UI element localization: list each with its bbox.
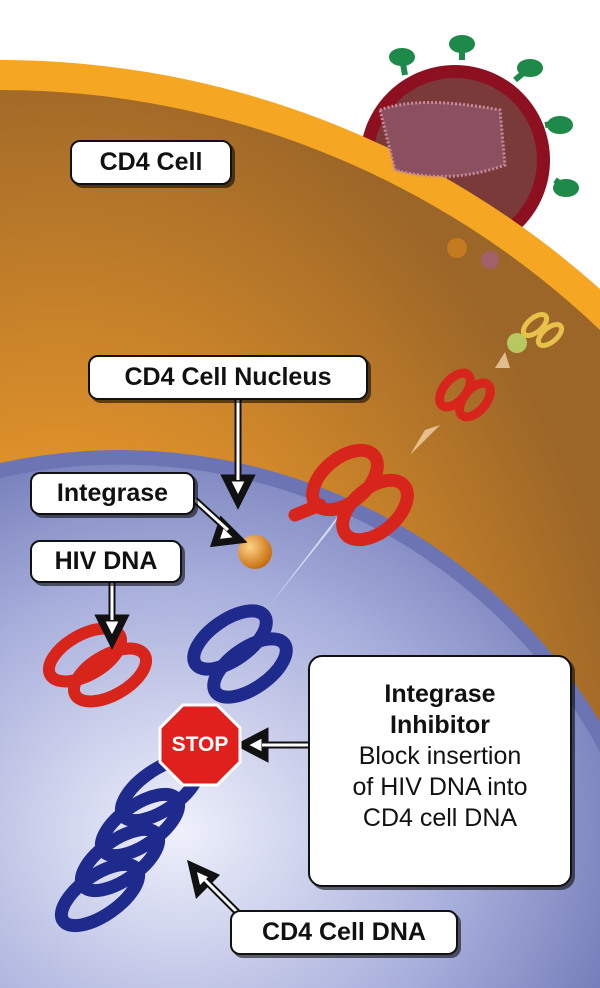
rna-strand [520, 312, 565, 348]
info-body-line2: of HIV DNA into [352, 773, 528, 801]
hiv-dna-entering [288, 443, 414, 547]
hiv-dna-helix [42, 622, 153, 708]
cd4-cell-dna-label: CD4 Cell DNA [230, 910, 458, 955]
integrase-enzyme [238, 535, 272, 569]
info-title-line2: Inhibitor [390, 711, 490, 739]
stop-sign-text: STOP [171, 733, 229, 756]
particle [447, 238, 467, 258]
particle [481, 251, 499, 269]
integrase-label: Integrase [30, 472, 195, 515]
cd4-cell-label: CD4 Cell [70, 140, 232, 185]
info-title-line1: Integrase [384, 680, 496, 708]
hiv-dna-cytoplasm [435, 368, 495, 422]
capsid [378, 101, 507, 178]
pathway-arrow [270, 500, 350, 605]
particle [507, 333, 527, 353]
virus-spikes [389, 35, 579, 197]
cd4-dna-helix [54, 604, 293, 933]
info-body-line1: Block insertion [358, 742, 522, 770]
pathway-arrows [410, 352, 510, 455]
info-body-line3: CD4 cell DNA [362, 804, 518, 832]
stop-sign-icon: STOP [158, 703, 242, 787]
hiv-dna-label: HIV DNA [30, 540, 182, 583]
cd4-cell-nucleus-label: CD4 Cell Nucleus [88, 355, 368, 400]
integrase-inhibitor-box: Integrase Inhibitor Block insertion of H… [308, 655, 572, 887]
